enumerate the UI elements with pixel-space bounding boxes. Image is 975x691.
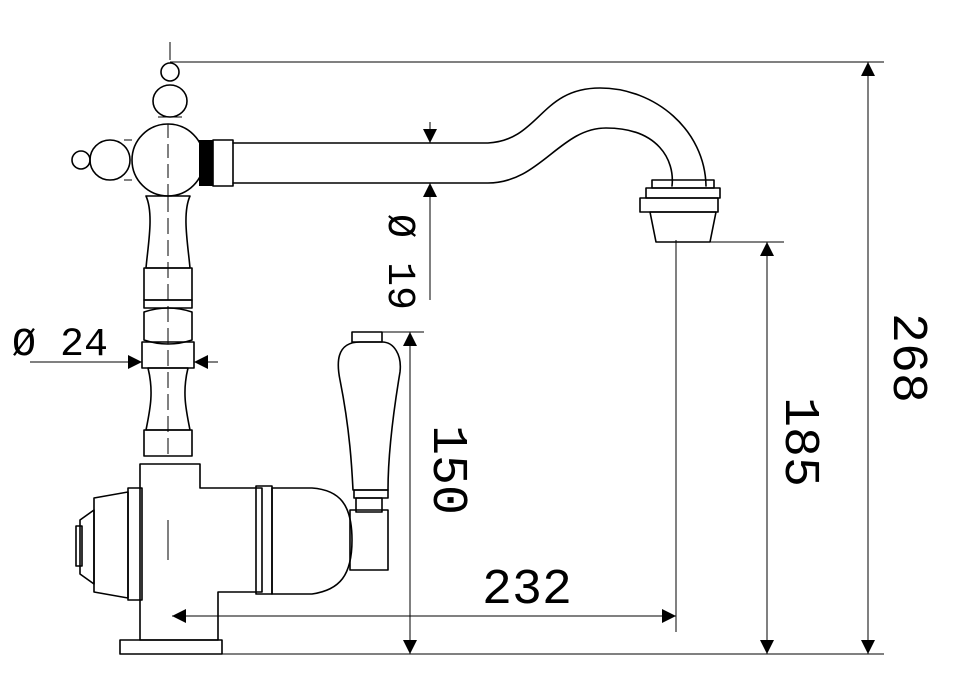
dimension-lines [30,61,884,655]
dimension-labels: 268 185 150 232 Ø 19 Ø 24 [12,214,935,619]
label-spout-height: 185 [770,397,827,487]
label-body-diameter: Ø 24 [12,323,108,368]
faucet-outline [71,42,721,655]
label-lever-height: 150 [418,425,475,515]
label-spout-diameter: Ø 19 [376,214,421,310]
label-spout-reach: 232 [482,562,572,619]
label-total-height: 268 [878,313,935,403]
